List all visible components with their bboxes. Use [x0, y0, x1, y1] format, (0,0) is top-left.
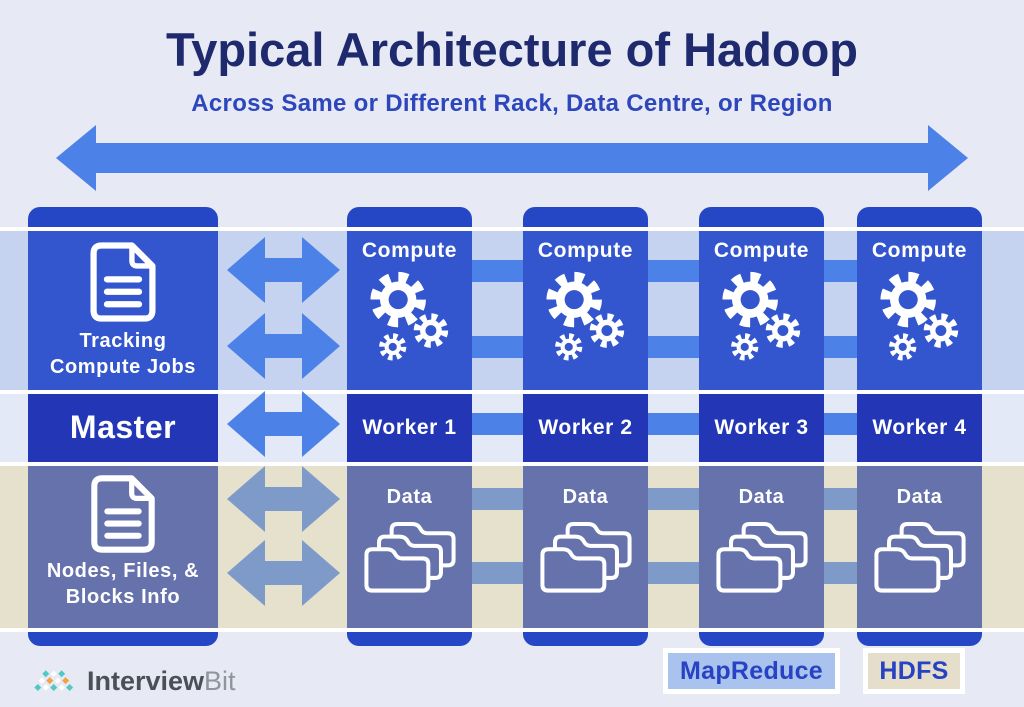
link-stripe — [648, 413, 699, 435]
compute-label: Compute — [537, 239, 634, 262]
data-label: Data — [738, 486, 785, 508]
worker4-foot — [857, 632, 982, 646]
band-separator — [0, 390, 1024, 394]
link-stripe — [823, 413, 857, 435]
worker3-foot — [699, 632, 824, 646]
master-tracking-box: Tracking Compute Jobs — [28, 231, 218, 390]
worker3-box: Worker 3 — [699, 394, 824, 462]
interviewbit-logo: InterviewBit — [27, 664, 236, 698]
data-label: Data — [386, 486, 433, 508]
worker-label: Worker 2 — [538, 416, 633, 440]
link-stripe — [648, 562, 699, 584]
link-stripe — [823, 488, 857, 510]
link-stripe — [823, 336, 857, 358]
worker-label: Worker 1 — [362, 416, 457, 440]
link-stripe — [648, 488, 699, 510]
worker4-box: Worker 4 — [857, 394, 982, 462]
master-column-cap — [28, 207, 218, 227]
span-arrow-icon — [56, 125, 968, 191]
folders-icon — [364, 516, 456, 594]
worker-label: Worker 4 — [872, 416, 967, 440]
worker1-box: Worker 1 — [347, 394, 472, 462]
link-stripe — [472, 336, 523, 358]
master-tracking-label: Tracking Compute Jobs — [49, 330, 197, 378]
document-icon — [87, 474, 159, 554]
double-arrow-icon — [227, 391, 340, 457]
gears-icon — [716, 266, 808, 366]
double-arrow-icon — [227, 466, 340, 532]
link-stripe — [472, 488, 523, 510]
link-stripe — [823, 562, 857, 584]
band-separator — [0, 628, 1024, 632]
folders-icon — [874, 516, 966, 594]
worker1-compute-box: Compute — [347, 231, 472, 390]
worker2-cap — [523, 207, 648, 227]
page-subtitle: Across Same or Different Rack, Data Cent… — [191, 90, 833, 117]
gears-icon — [874, 266, 966, 366]
link-stripe — [472, 413, 523, 435]
link-stripe — [648, 336, 699, 358]
link-stripe — [648, 260, 699, 282]
logo-text: InterviewBit — [87, 665, 236, 696]
worker2-data-box: Data — [523, 466, 648, 628]
worker1-cap — [347, 207, 472, 227]
link-stripe — [823, 260, 857, 282]
link-stripe — [472, 260, 523, 282]
gears-icon — [540, 266, 632, 366]
link-stripe — [472, 562, 523, 584]
worker1-foot — [347, 632, 472, 646]
compute-label: Compute — [871, 239, 968, 262]
compute-label: Compute — [713, 239, 810, 262]
worker4-cap — [857, 207, 982, 227]
worker-label: Worker 3 — [714, 416, 809, 440]
worker3-data-box: Data — [699, 466, 824, 628]
data-label: Data — [896, 486, 943, 508]
document-icon — [87, 241, 159, 323]
legend-hdfs: HDFS — [863, 648, 965, 694]
worker2-compute-box: Compute — [523, 231, 648, 390]
logo-mark — [33, 669, 74, 692]
data-label: Data — [562, 486, 609, 508]
page-title: Typical Architecture of Hadoop — [165, 23, 859, 76]
worker1-data-box: Data — [347, 466, 472, 628]
band-separator — [0, 227, 1024, 231]
worker2-box: Worker 2 — [523, 394, 648, 462]
double-arrow-icon — [227, 237, 340, 303]
band-separator — [0, 462, 1024, 466]
double-arrow-icon — [227, 540, 340, 606]
worker4-compute-box: Compute — [857, 231, 982, 390]
gears-icon — [364, 266, 456, 366]
master-nodes-label: Nodes, Files, & Blocks Info — [46, 560, 200, 608]
master-box: Master — [28, 394, 218, 462]
legend-mapreduce: MapReduce — [663, 648, 840, 694]
worker3-cap — [699, 207, 824, 227]
worker2-foot — [523, 632, 648, 646]
master-column-foot — [28, 632, 218, 646]
master-nodes-box: Nodes, Files, & Blocks Info — [28, 466, 218, 628]
master-label: Master — [69, 409, 177, 446]
worker4-data-box: Data — [857, 466, 982, 628]
folders-icon — [540, 516, 632, 594]
compute-label: Compute — [361, 239, 458, 262]
folders-icon — [716, 516, 808, 594]
worker3-compute-box: Compute — [699, 231, 824, 390]
double-arrow-icon — [227, 313, 340, 379]
